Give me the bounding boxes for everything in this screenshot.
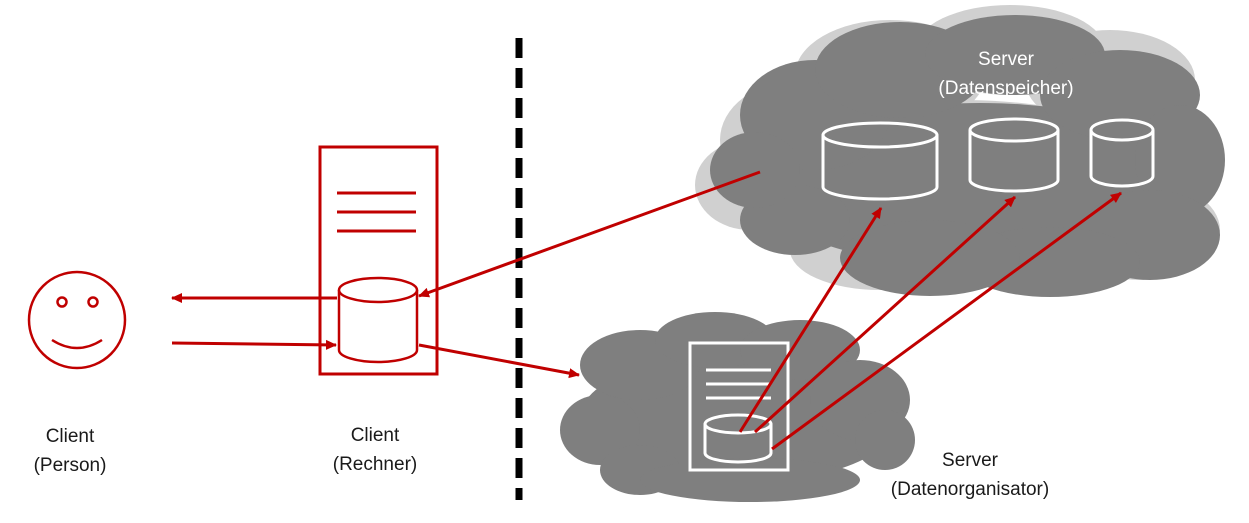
- storage-database-large: [821, 121, 939, 201]
- label-client-rechner-line1: Client: [351, 425, 400, 446]
- arrow-person-to-computer: [171, 339, 337, 350]
- database-icon: [703, 413, 773, 464]
- label-client-person-line1: Client: [46, 426, 95, 447]
- label-server-organizer-line2: (Datenorganisator): [891, 479, 1049, 500]
- client-computer: [318, 145, 439, 376]
- organizer-cloud: [560, 312, 915, 502]
- label-server-organizer: Server (Datenorganisator): [891, 450, 1049, 500]
- storage-database-medium: [968, 117, 1060, 193]
- label-client-rechner: Client (Rechner): [333, 425, 417, 475]
- storage-database-small: [1089, 118, 1155, 188]
- label-client-person-line2: (Person): [34, 455, 107, 476]
- label-server-storage: Server (Datenspeicher): [938, 49, 1073, 99]
- arrows: [171, 170, 1122, 451]
- database-icon: [337, 276, 419, 364]
- label-client-person: Client (Person): [34, 426, 107, 476]
- arrow-organizer-to-db-medium: [753, 195, 1017, 434]
- label-client-rechner-line2: (Rechner): [333, 454, 417, 475]
- label-server-storage-line1: Server: [978, 49, 1035, 70]
- arrow-computer-to-organizer: [418, 343, 580, 379]
- label-server-storage-line2: (Datenspeicher): [938, 78, 1073, 99]
- storage-cloud: [710, 15, 1225, 297]
- arrow-organizer-to-db-large: [738, 207, 883, 433]
- arrow-organizer-to-db-small: [771, 191, 1122, 451]
- arrow-storage-to-computer: [418, 170, 761, 298]
- label-server-organizer-line1: Server: [942, 450, 999, 471]
- smiley-icon: [27, 270, 127, 370]
